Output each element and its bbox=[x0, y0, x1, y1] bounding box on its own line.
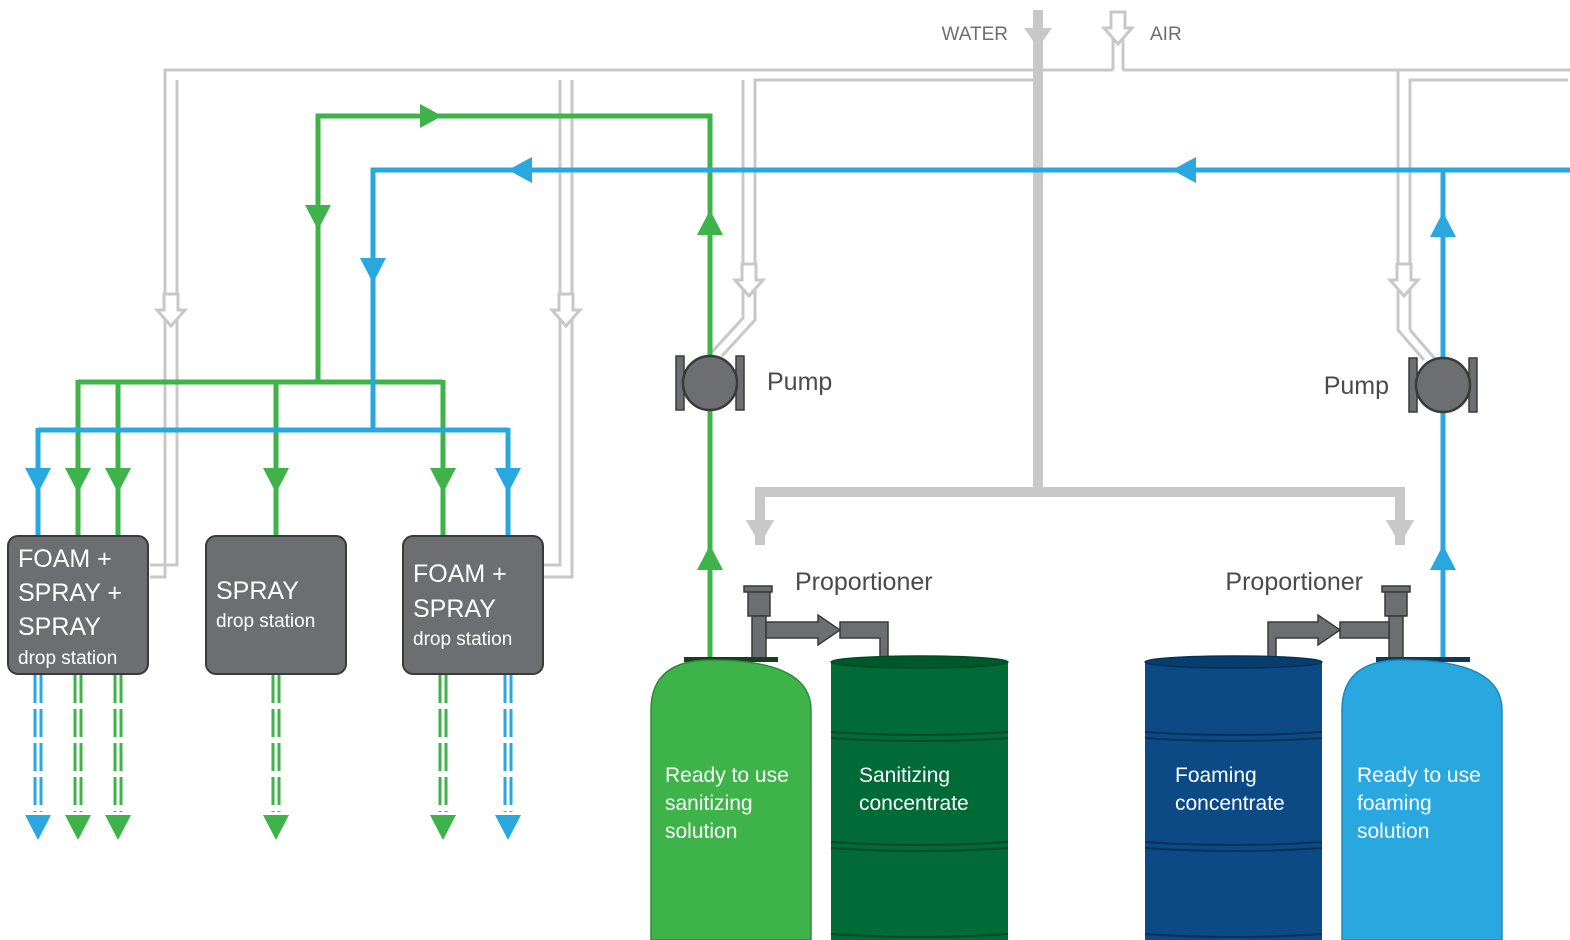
water-pipes bbox=[755, 10, 1405, 545]
flow-arrow-icon bbox=[1430, 212, 1456, 237]
outlet-arrow-icon bbox=[105, 815, 131, 840]
concentrate-flow-arrow-icon bbox=[1267, 613, 1342, 659]
air-inlet-arrow-icon bbox=[1102, 10, 1134, 46]
tank-label-line: Foaming bbox=[1175, 764, 1257, 787]
station-title-line: SPRAY bbox=[413, 595, 496, 623]
station-title-line: FOAM + bbox=[18, 545, 112, 573]
flow-arrow-icon bbox=[420, 104, 442, 128]
flow-arrow-icon bbox=[508, 157, 532, 183]
flow-arrow-icon bbox=[65, 468, 91, 493]
foam-arrows bbox=[25, 157, 1456, 570]
water-legend-label: WATER bbox=[942, 24, 1009, 45]
water-arrow-icon bbox=[1386, 520, 1414, 545]
flow-arrow-icon bbox=[430, 468, 456, 493]
proportioner-sanitizer bbox=[743, 585, 889, 661]
concentrate-flow-arrow-icon bbox=[765, 613, 842, 647]
station-subtitle: drop station bbox=[413, 629, 512, 650]
flow-arrow-icon bbox=[305, 205, 331, 230]
flow-arrow-icon bbox=[105, 468, 131, 493]
sanitizing-concentrate-drum: Sanitizing concentrate bbox=[830, 655, 1009, 940]
tank-label-line: Ready to use bbox=[665, 764, 789, 787]
outlet-arrow-icon bbox=[430, 815, 456, 840]
flow-arrow-icon bbox=[263, 468, 289, 493]
air-pipes bbox=[150, 12, 1570, 579]
proportioner-label: Proportioner bbox=[795, 568, 933, 596]
drop-station-foam-spray-spray: FOAM + SPRAY + SPRAY drop station bbox=[7, 535, 149, 675]
rtu-sanitizing-tank: Ready to use sanitizing solution bbox=[650, 657, 812, 940]
proportioner-foam bbox=[1267, 585, 1411, 661]
air-arrow-icon bbox=[733, 262, 765, 298]
outlet-arrow-icon bbox=[263, 815, 289, 840]
proportioner-label: Proportioner bbox=[1225, 568, 1363, 596]
station-title-line: FOAM + bbox=[413, 560, 507, 588]
outlet-arrow-icon bbox=[25, 815, 51, 840]
air-legend-label: AIR bbox=[1150, 24, 1182, 45]
pump-label: Pump bbox=[767, 368, 832, 396]
station-subtitle: drop station bbox=[216, 611, 315, 632]
station-title-line: SPRAY bbox=[18, 613, 101, 641]
tank-label-line: concentrate bbox=[1175, 792, 1285, 815]
pump-sanitizer bbox=[675, 354, 745, 412]
flow-arrow-icon bbox=[25, 468, 51, 493]
station-title-line: SPRAY bbox=[216, 577, 299, 605]
tank-label-line: foaming bbox=[1357, 792, 1432, 815]
drop-station-foam-spray: FOAM + SPRAY drop station bbox=[402, 535, 544, 675]
station-title-line: SPRAY + bbox=[18, 579, 122, 607]
tank-label-line: solution bbox=[665, 820, 737, 843]
outlet-arrow-icon bbox=[495, 815, 521, 840]
air-arrow-icon bbox=[1388, 262, 1420, 298]
flow-arrow-icon bbox=[360, 258, 386, 283]
drop-station-spray: SPRAY drop station bbox=[205, 535, 347, 675]
flow-arrow-icon bbox=[1430, 545, 1456, 570]
flow-arrow-icon bbox=[1172, 157, 1196, 183]
pump-icon bbox=[681, 354, 739, 412]
water-inlet-arrow-icon bbox=[1024, 28, 1052, 48]
pump-foam bbox=[1408, 356, 1478, 414]
flow-arrow-icon bbox=[697, 545, 723, 570]
drop-outlet-arrows bbox=[25, 815, 521, 840]
tank-label-line: concentrate bbox=[859, 792, 969, 815]
outlet-arrow-icon bbox=[65, 815, 91, 840]
rtu-foaming-tank: Ready to use foaming solution bbox=[1341, 657, 1503, 940]
tank-label-line: solution bbox=[1357, 820, 1429, 843]
sanitizer-arrows bbox=[65, 104, 723, 570]
tank-label-line: sanitizing bbox=[665, 792, 753, 815]
water-arrows bbox=[746, 28, 1414, 545]
air-arrow-icon bbox=[550, 292, 582, 328]
foaming-concentrate-drum: Foaming concentrate bbox=[1144, 655, 1323, 940]
sanitizer-lines bbox=[75, 113, 713, 660]
flow-arrow-icon bbox=[697, 210, 723, 235]
air-header-outer bbox=[150, 68, 1113, 579]
drop-outlets bbox=[33, 675, 513, 812]
station-subtitle: drop station bbox=[18, 648, 117, 669]
tank-label-line: Sanitizing bbox=[859, 764, 950, 787]
flow-arrow-icon bbox=[495, 468, 521, 493]
pump-label: Pump bbox=[1324, 372, 1389, 400]
air-arrow-icon bbox=[155, 292, 187, 328]
pump-icon bbox=[1414, 356, 1472, 414]
water-arrow-icon bbox=[746, 520, 774, 545]
tank-label-line: Ready to use bbox=[1357, 764, 1481, 787]
